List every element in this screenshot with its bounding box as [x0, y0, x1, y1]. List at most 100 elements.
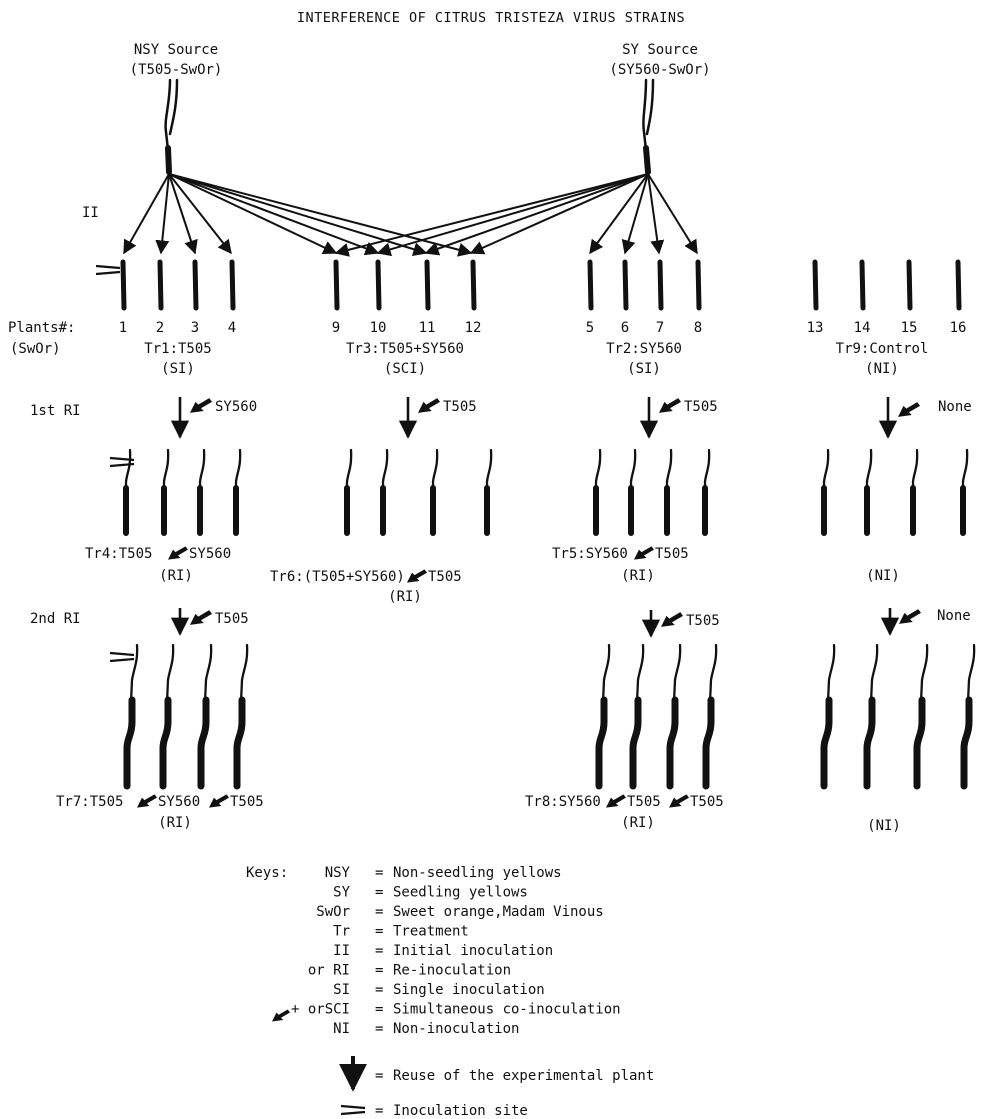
- plant-number: 9: [332, 320, 340, 336]
- key-definition: Treatment: [393, 924, 469, 940]
- plant-stem: [241, 645, 247, 702]
- plant-number: 5: [586, 320, 594, 336]
- plant-base: [201, 700, 206, 786]
- key-separator: =: [375, 865, 383, 881]
- inoculation-site-icon: [341, 1106, 365, 1114]
- result-inoculum: SY560: [158, 794, 200, 810]
- key-row: SwOr=Sweet orange,Madam Vinous: [316, 904, 603, 920]
- reinoculation-icon: [659, 398, 681, 413]
- nsy-source-code: (T505-SwOr): [130, 62, 223, 78]
- result-mode: (RI): [621, 568, 655, 584]
- reinoculation-icon: [168, 546, 188, 559]
- plants-label: Plants#:: [8, 320, 75, 336]
- key-term: or RI: [308, 963, 350, 979]
- key-term: NI: [333, 1021, 350, 1037]
- plant-base: [599, 700, 604, 786]
- key-definition: Inoculation site: [393, 1103, 528, 1119]
- plant-number: 13: [807, 320, 824, 336]
- group-treatment: Tr9:Control: [836, 341, 929, 357]
- keys-heading: Keys:: [246, 865, 288, 881]
- plant-number: 1: [119, 320, 127, 336]
- second-ri-inoculations: T505 T505 None: [180, 608, 971, 636]
- plant-number: 16: [950, 320, 967, 336]
- nsy-source: NSY Source (T505-SwOr): [130, 42, 223, 172]
- key-definition: Re-inoculation: [393, 963, 511, 979]
- plant-stem: [167, 645, 173, 702]
- result-treatment: Tr7:T505: [56, 794, 123, 810]
- inoculation-site-icon: [96, 266, 120, 274]
- second-ri-results: Tr7:T505 SY560 T505 (RI) Tr8:SY560 T505 …: [56, 794, 901, 834]
- result-mode: (NI): [866, 568, 900, 584]
- key-separator: =: [375, 924, 383, 940]
- plant-base: [670, 700, 675, 786]
- result-inoculum: T505: [428, 569, 462, 585]
- group-mode: (NI): [865, 361, 899, 377]
- first-ri-inoculations: SY560 T505 T505 None: [180, 397, 972, 437]
- result-mode: (RI): [159, 568, 193, 584]
- sy-source-code: (SY560-SwOr): [609, 62, 710, 78]
- nsy-source-name: NSY Source: [134, 42, 218, 58]
- plant-base: [127, 700, 132, 786]
- reinoculation-icon: [669, 794, 689, 807]
- plant-base: [917, 700, 922, 786]
- plant-stem: [637, 645, 643, 702]
- plant-number: 15: [901, 320, 918, 336]
- plant-number: 14: [854, 320, 871, 336]
- result-mode: (NI): [867, 818, 901, 834]
- reinoculation-icon: [190, 398, 212, 413]
- plant-number: 2: [156, 320, 164, 336]
- first-ri-inoculum: SY560: [215, 399, 257, 415]
- diagram-title: INTERFERENCE OF CITRUS TRISTEZA VIRUS ST…: [297, 10, 685, 26]
- result-inoculum-2: T505: [230, 794, 264, 810]
- key-row: SI=Single inoculation: [333, 982, 545, 998]
- plant-number: 4: [228, 320, 236, 336]
- key-row: II=Initial inoculation: [333, 943, 553, 959]
- reinoculation-icon: [899, 609, 921, 624]
- initial-plants: [123, 262, 959, 308]
- key-row: NSY = Non-seedling yellows: [325, 865, 562, 881]
- reinoculation-icon: [190, 610, 212, 625]
- key-row: SY=Seedling yellows: [333, 885, 528, 901]
- key-row-site: = Inoculation site: [341, 1103, 528, 1119]
- initial-inoculation-arrows: [124, 174, 697, 253]
- key-definition: Non-seedling yellows: [393, 865, 562, 881]
- second-ri-inoculum: None: [937, 608, 971, 624]
- group-treatment: Tr3:T505+SY560: [346, 341, 464, 357]
- first-ri-inoculum: None: [938, 399, 972, 415]
- first-ri-inoculum: T505: [443, 399, 477, 415]
- plant-base: [867, 700, 872, 786]
- plant-stem: [205, 645, 211, 702]
- sy-source: SY Source (SY560-SwOr): [609, 42, 710, 172]
- key-term: NSY: [325, 865, 351, 881]
- key-row: Tr=Treatment: [333, 924, 469, 940]
- plant-base: [163, 700, 168, 786]
- reinoculation-icon: [606, 794, 626, 807]
- second-ri-plants: [127, 645, 974, 786]
- plant-number: 10: [370, 320, 387, 336]
- group-mode: (SI): [627, 361, 661, 377]
- plant-stem: [674, 645, 680, 702]
- reinoculation-icon: [661, 612, 683, 627]
- result-inoculum: T505: [627, 794, 661, 810]
- key-separator: =: [375, 885, 383, 901]
- key-definition: Non-inoculation: [393, 1021, 519, 1037]
- key-separator: =: [375, 963, 383, 979]
- plant-stem: [710, 645, 716, 702]
- key-separator: =: [375, 1103, 383, 1119]
- group-treatment: Tr2:SY560: [606, 341, 682, 357]
- inoculation-site-icon: [110, 653, 134, 661]
- result-mode: (RI): [158, 815, 192, 831]
- plant-stem: [131, 645, 137, 702]
- key-row: or RI = Re-inoculation: [308, 963, 511, 979]
- ii-label: II: [82, 205, 99, 221]
- key-definition: Initial inoculation: [393, 943, 553, 959]
- key-definition: Seedling yellows: [393, 885, 528, 901]
- plant-number: 12: [465, 320, 482, 336]
- plant-numbers: 1 2 3 4 9 10 11 12 5 6 7 8 13 14 15 16: [119, 320, 967, 336]
- key-term: + orSCI: [291, 1002, 350, 1018]
- plant-stem: [828, 645, 834, 702]
- result-treatment: Tr8:SY560: [525, 794, 601, 810]
- key-separator: =: [375, 1068, 383, 1084]
- key-definition: Reuse of the experimental plant: [393, 1068, 654, 1084]
